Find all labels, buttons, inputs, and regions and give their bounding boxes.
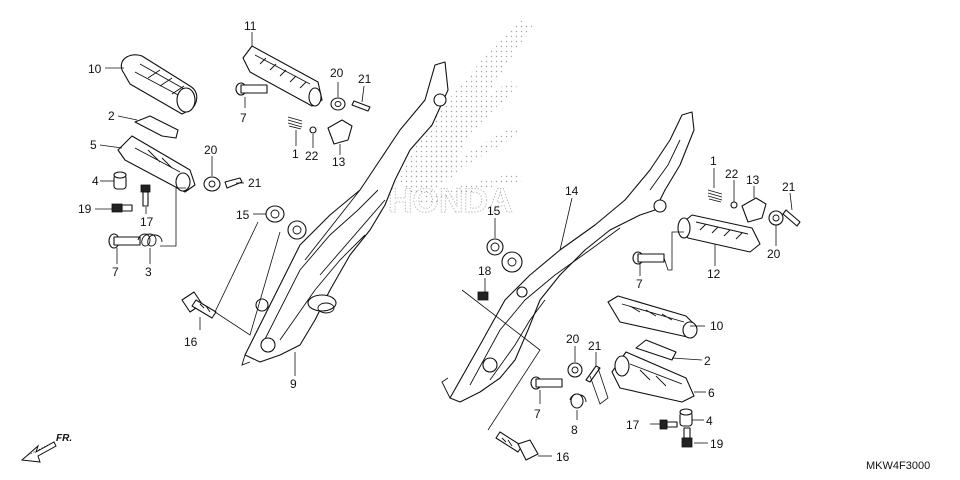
- left-leader-lines: [95, 32, 365, 376]
- callout-r19: 19: [710, 437, 724, 451]
- callout-r8: 8: [571, 423, 578, 437]
- front-direction-label: FR.: [56, 433, 72, 444]
- left-bolt-19[interactable]: [111, 203, 133, 213]
- diagram-code: MKW4F3000: [866, 460, 930, 472]
- right-upper-ball-22[interactable]: [730, 201, 738, 209]
- left-pin-7[interactable]: [108, 233, 141, 249]
- callout-r12: 12: [707, 267, 721, 281]
- callout-9: 9: [290, 377, 297, 391]
- right-peg-plate[interactable]: [635, 339, 677, 361]
- callout-19: 19: [78, 202, 92, 216]
- right-upper-washer-20[interactable]: [768, 210, 784, 226]
- left-footpeg[interactable]: [117, 135, 196, 193]
- left-peg-plate[interactable]: [134, 115, 179, 139]
- callout-1: 1: [292, 147, 299, 161]
- callout-r22: 22: [725, 167, 739, 181]
- callout-r14: 14: [565, 184, 579, 198]
- honda-wing-watermark: HONDA: [388, 20, 535, 221]
- callout-20-upper: 20: [330, 66, 344, 80]
- right-spring-8[interactable]: [569, 393, 587, 409]
- left-collar[interactable]: [113, 171, 127, 190]
- right-bolt-18[interactable]: [477, 291, 489, 301]
- callout-3: 3: [145, 265, 152, 279]
- right-cotter-21[interactable]: [585, 365, 601, 383]
- left-footpeg-rubber[interactable]: [120, 54, 198, 115]
- callout-r7b: 7: [534, 407, 541, 421]
- callout-2: 2: [108, 109, 115, 123]
- callout-r1: 1: [710, 154, 717, 168]
- right-footpeg-rubber[interactable]: [607, 295, 698, 339]
- callout-r16: 16: [556, 450, 570, 464]
- callout-15: 15: [236, 208, 250, 222]
- left-cotter-pin-21[interactable]: [224, 177, 243, 189]
- callout-r15: 15: [487, 204, 501, 218]
- callout-r21b: 21: [588, 339, 602, 353]
- right-bolt-16[interactable]: [495, 431, 539, 461]
- callout-16: 16: [184, 335, 198, 349]
- right-leader-lines: [461, 168, 793, 457]
- callout-r7: 7: [636, 277, 643, 291]
- left-bolt-17[interactable]: [140, 184, 151, 207]
- left-upper-detent-13[interactable]: [327, 119, 353, 145]
- left-upper-washer-20[interactable]: [330, 97, 346, 111]
- callout-21: 21: [248, 176, 262, 190]
- left-grommet-15[interactable]: [265, 205, 285, 223]
- left-upper-pin-7[interactable]: [235, 82, 268, 96]
- right-upper-pin-7[interactable]: [632, 251, 665, 265]
- left-upper-spring-1[interactable]: [287, 116, 303, 130]
- callout-10: 10: [88, 62, 102, 76]
- left-upper-footpeg[interactable]: [242, 45, 323, 107]
- callout-7-upper: 7: [240, 111, 247, 125]
- callout-r4: 4: [706, 414, 713, 428]
- callout-r21: 21: [782, 180, 796, 194]
- right-pin-7[interactable]: [530, 376, 563, 390]
- honda-watermark-text: HONDA: [388, 182, 513, 220]
- callout-r18: 18: [478, 264, 492, 278]
- callout-r20b: 20: [566, 332, 580, 346]
- right-upper-footpeg[interactable]: [677, 214, 761, 253]
- callout-20: 20: [204, 143, 218, 157]
- left-spring[interactable]: [137, 233, 163, 247]
- left-step-holder[interactable]: [241, 61, 449, 366]
- right-upper-detent-13[interactable]: [741, 197, 767, 223]
- right-step-holder[interactable]: [441, 111, 695, 403]
- right-footpeg[interactable]: [611, 351, 695, 403]
- callout-21-upper: 21: [358, 72, 372, 86]
- right-bolt-17[interactable]: [659, 419, 678, 430]
- right-upper-cotter-21[interactable]: [782, 209, 801, 227]
- callout-17: 17: [140, 215, 154, 229]
- callout-4: 4: [92, 174, 99, 188]
- right-upper-spring-1[interactable]: [707, 189, 723, 203]
- right-washer-20[interactable]: [567, 362, 583, 378]
- right-grommet-15[interactable]: [486, 238, 504, 256]
- callout-r2: 2: [704, 354, 711, 368]
- left-bolt-16[interactable]: [181, 291, 217, 319]
- callout-7: 7: [112, 265, 119, 279]
- callout-22: 22: [305, 149, 319, 163]
- right-collar-4[interactable]: [679, 408, 693, 427]
- left-washer-20[interactable]: [203, 176, 221, 192]
- left-upper-ball-22[interactable]: [309, 126, 317, 134]
- left-upper-cotter-21[interactable]: [351, 100, 371, 112]
- callout-r6: 6: [708, 386, 715, 400]
- callout-r20: 20: [767, 247, 781, 261]
- callout-r10: 10: [710, 319, 724, 333]
- callout-5: 5: [90, 138, 97, 152]
- callout-11: 11: [244, 19, 257, 33]
- callout-r17: 17: [626, 418, 640, 432]
- callout-r13: 13: [746, 173, 760, 187]
- callout-13: 13: [332, 155, 346, 169]
- right-bolt-19[interactable]: [681, 427, 693, 448]
- front-direction-arrow: FR.: [20, 433, 72, 463]
